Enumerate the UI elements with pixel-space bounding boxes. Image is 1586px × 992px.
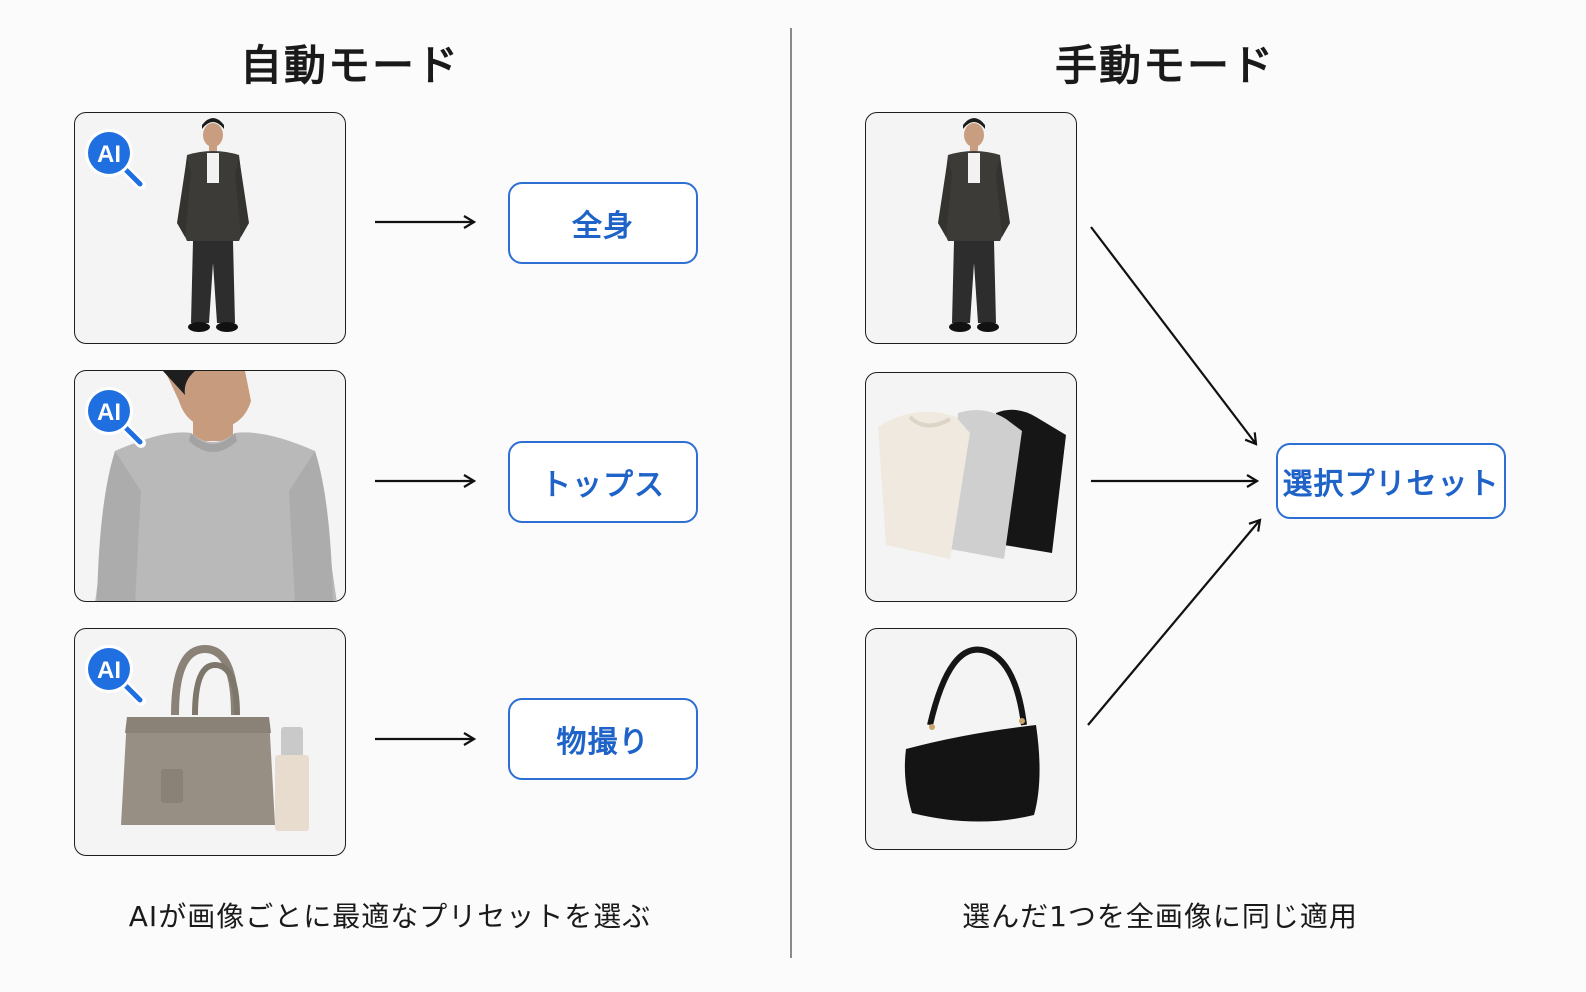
- manual-image-card-shoulderbag: [865, 628, 1077, 850]
- auto-image-card-fullbody: AI: [74, 112, 346, 344]
- preset-product: 物撮り: [508, 698, 698, 780]
- handbag-product-image: [121, 644, 309, 831]
- full-body-model-image: [177, 118, 249, 332]
- auto-image-card-handbag: AI: [74, 628, 346, 856]
- manual-image-card-fullbody: [865, 112, 1077, 344]
- ai-search-icon: AI: [85, 645, 146, 706]
- preset-fullbody: 全身: [508, 182, 698, 264]
- ai-badge-label: AI: [97, 399, 121, 426]
- selected-preset: 選択プリセット: [1276, 443, 1506, 519]
- arrow-converge-icon: [1090, 226, 1256, 444]
- ai-badge-label: AI: [97, 141, 121, 168]
- manual-mode-caption: 選んだ1つを全画像に同じ適用: [962, 900, 1358, 933]
- manual-image-card-sweaters: [865, 372, 1077, 602]
- black-shoulder-bag-image: [904, 646, 1040, 822]
- preset-tops: トップス: [508, 441, 698, 523]
- ai-search-icon: AI: [85, 129, 146, 190]
- auto-mode-caption: AIが画像ごとに最適なプリセットを選ぶ: [128, 900, 652, 933]
- full-body-model-image: [938, 118, 1010, 332]
- ai-badge-label: AI: [97, 657, 121, 684]
- arrow-converge-icon: [1087, 520, 1260, 726]
- ai-search-icon: AI: [85, 387, 146, 448]
- section-divider: [790, 28, 792, 958]
- manual-mode-title: 手動モード: [1054, 41, 1275, 90]
- sweater-model-image: [95, 371, 337, 601]
- auto-mode-title: 自動モード: [239, 41, 460, 90]
- auto-image-card-sweater: AI: [74, 370, 346, 602]
- folded-sweaters-image: [878, 409, 1066, 559]
